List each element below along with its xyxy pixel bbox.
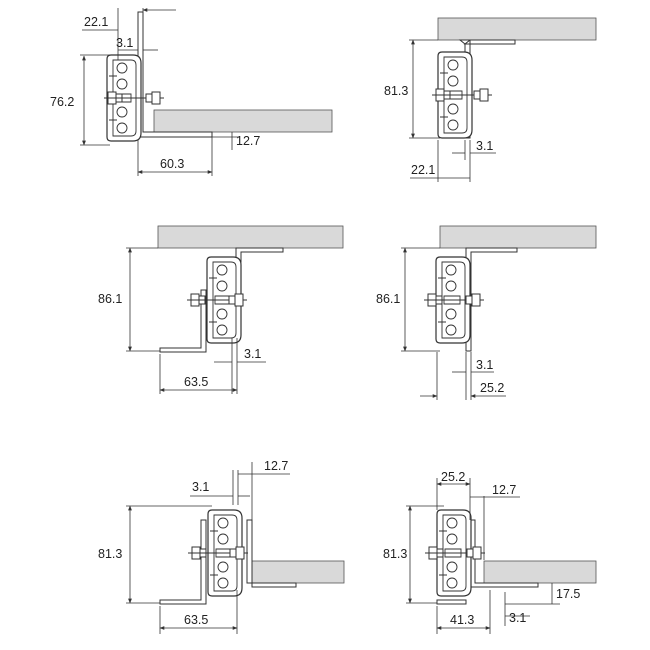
view-4-gap-bottom: 3.1 xyxy=(476,358,493,372)
view-3-gap-bottom: 3.1 xyxy=(244,347,261,361)
view-1-side-mount: 22.1 3.1 76.2 12.7 60.3 xyxy=(50,8,333,176)
view-6-base-bracket xyxy=(436,599,467,605)
view-2-top-mount: 81.3 3.1 22.1 xyxy=(384,17,597,182)
view-3-top-bracket xyxy=(235,247,284,263)
view-5-height: 81.3 xyxy=(98,547,122,561)
view-1-gap-top: 3.1 xyxy=(116,36,133,50)
view-6-gap-bottom: 3.1 xyxy=(509,611,526,625)
view-1-cabinet-panel xyxy=(153,109,333,133)
view-3-height: 86.1 xyxy=(98,292,122,306)
view-2-height: 81.3 xyxy=(384,84,408,98)
view-2-width-bottom: 22.1 xyxy=(411,163,435,177)
view-5-drawer-panel xyxy=(251,560,345,584)
view-5-width-bottom: 63.5 xyxy=(184,613,208,627)
view-4-width-bottom: 25.2 xyxy=(480,381,504,395)
view-5-bottom-bracket xyxy=(159,519,207,605)
view-2-gap-bottom: 3.1 xyxy=(476,139,493,153)
view-3-width-bottom: 63.5 xyxy=(184,375,208,389)
view-1-height: 76.2 xyxy=(50,95,74,109)
view-4-top-mount: 86.1 3.1 25.2 xyxy=(376,225,597,400)
view-6-height: 81.3 xyxy=(383,547,407,561)
view-6-width-top: 25.2 xyxy=(441,470,465,484)
view-4-height: 86.1 xyxy=(376,292,400,306)
view-5-gap-top: 3.1 xyxy=(192,480,209,494)
view-6-width-bottom: 41.3 xyxy=(450,613,474,627)
view-3-top-mount: 86.1 3.1 63.5 xyxy=(98,225,344,394)
view-5-offset-top: 12.7 xyxy=(264,459,288,473)
view-2-cabinet-panel xyxy=(437,17,597,41)
view-6-drawer-panel xyxy=(483,560,597,584)
view-1-width-top: 22.1 xyxy=(84,15,108,29)
view-6-flange-height: 17.5 xyxy=(556,587,580,601)
view-4-cabinet-panel xyxy=(439,225,597,249)
view-5-bottom-mount: 3.1 12.7 81.3 63.5 xyxy=(98,459,345,634)
view-3-cabinet-panel xyxy=(157,225,344,249)
view-1-flange-height: 12.7 xyxy=(236,134,260,148)
view-4-l-bracket xyxy=(465,247,518,352)
view-6-bottom-mount: 25.2 12.7 81.3 17.5 41.3 3.1 xyxy=(383,470,597,634)
view-1-width-bottom: 60.3 xyxy=(160,157,184,171)
view-6-offset-top: 12.7 xyxy=(492,483,516,497)
